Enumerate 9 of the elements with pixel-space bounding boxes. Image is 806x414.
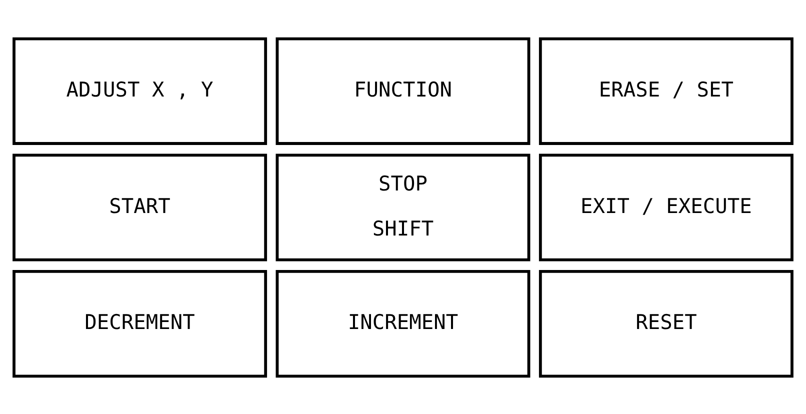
node-box: EXIT / EXECUTE bbox=[538, 153, 794, 261]
node-box: ERASE / SET bbox=[538, 36, 794, 144]
node-box: INCREMENT bbox=[276, 270, 530, 378]
node-box: STOP SHIFT bbox=[276, 153, 530, 261]
node-box: START bbox=[12, 153, 268, 261]
node-box: FUNCTION bbox=[276, 36, 530, 144]
node-box: DECREMENT bbox=[12, 270, 268, 378]
node-box: RESET bbox=[538, 270, 794, 378]
node-box: ADJUST X , Y bbox=[12, 36, 268, 144]
